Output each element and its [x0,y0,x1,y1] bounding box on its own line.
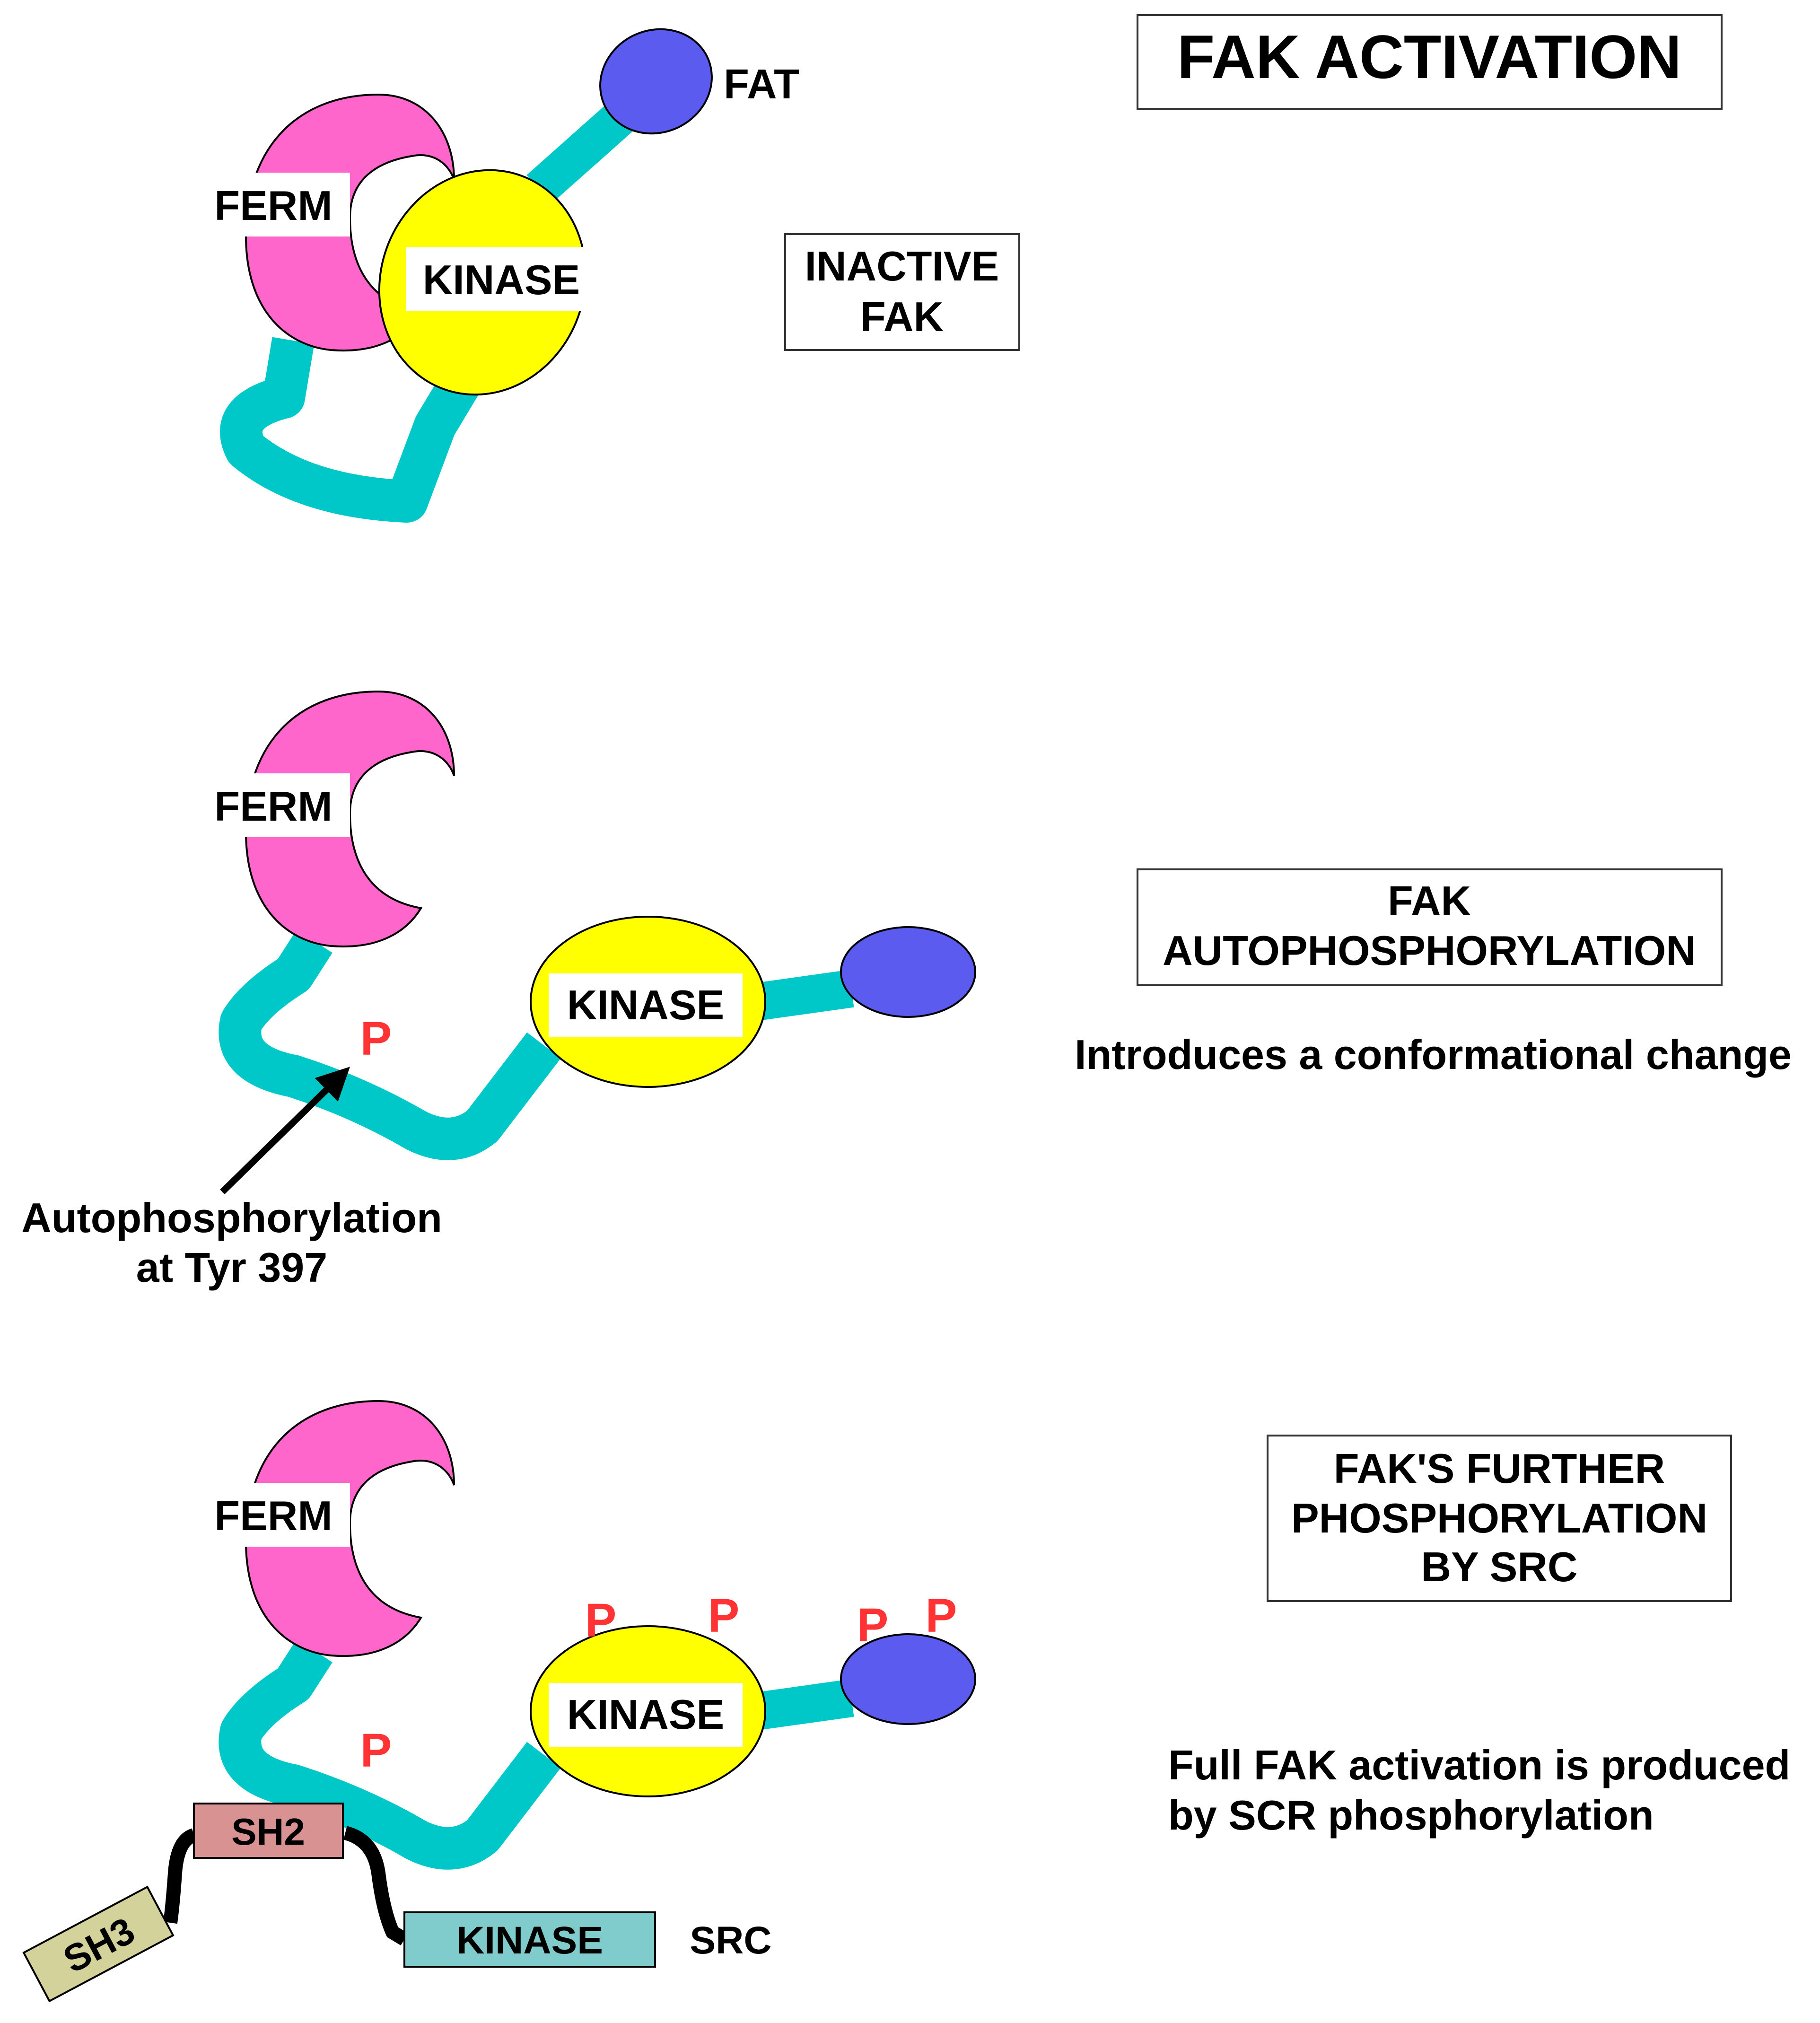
src-kinase-label: KINASE [456,1919,603,1962]
full-activation-note-line1: Full FAK activation is produced [1168,1742,1790,1788]
ferm-kinase-linker [220,337,482,523]
fat-domain [599,28,713,135]
kinase-label-box [549,1683,743,1747]
autophosphorylation-box-line2: AUTOPHOSPHORYLATION [1163,927,1696,974]
src-sh2-sh3-linker [163,1828,197,1924]
sh3-box [22,1885,175,2003]
phospho-kinase-1: P [585,1594,617,1647]
src-phosphorylation-box-line1: FAK'S FURTHER [1334,1445,1665,1492]
ferm-label: FERM [214,182,332,229]
fat-domain [840,926,976,1018]
kinase-fat-linker [754,970,854,1021]
kinase-label: KINASE [423,256,580,303]
sh2-label: SH2 [231,1811,305,1853]
fat-domain [840,1633,976,1725]
ferm-label: FERM [214,1492,332,1539]
ferm-label-box [199,173,350,236]
ferm-kinase-linker [219,1639,561,1870]
full-activation-note-line2: by SCR phosphorylation [1168,1792,1654,1839]
kinase-label-box [549,973,743,1037]
phospho-tyr397: P [360,1012,392,1065]
title-text: FAK ACTIVATION [1177,22,1681,91]
ferm-kinase-linker [219,929,561,1160]
panel-inactive-fak: FERM KINASE FAT INACTIVE FAK [199,28,1020,523]
src-phosphorylation-box [1267,1435,1732,1602]
ferm-label-box [199,1483,350,1547]
panel-autophosphorylation: FERM KINASE P Autophosphorylation at Tyr… [21,690,1792,1291]
kinase-fat-linker [526,99,637,203]
fat-label: FAT [724,61,799,107]
src-phosphorylation-box-line2: PHOSPHORYLATION [1291,1495,1707,1541]
phospho-fat-1: P [857,1599,889,1652]
inactive-fak-line1: INACTIVE [805,243,999,289]
kinase-label: KINASE [567,981,725,1028]
ferm-label: FERM [214,783,332,830]
phospho-fat-2: P [926,1589,957,1642]
autophosphorylation-box-line1: FAK [1388,877,1471,924]
autophosphorylation-arrow [220,1067,350,1194]
phospho-linker: P [360,1724,392,1777]
ferm-label-box [199,773,350,837]
conformational-change-note: Introduces a conformational change [1075,1031,1792,1078]
title-box [1137,14,1723,110]
inactive-fak-box [784,233,1020,351]
kinase-label: KINASE [567,1691,725,1738]
src-sh2-kinase-linker [343,1826,408,1945]
src-kinase-domain [403,1911,656,1968]
panel-src-phosphorylation: FERM KINASE P P P P P SH2 SH3 KINASE SRC… [22,1400,1790,2003]
inactive-fak-line2: FAK [860,293,944,340]
annotation-line2: at Tyr 397 [136,1244,327,1291]
src-phosphorylation-box-line3: BY SRC [1421,1543,1578,1590]
sh3-domain: SH3 [22,1885,175,2003]
src-label: SRC [690,1919,771,1962]
phospho-kinase-2: P [708,1589,740,1642]
annotation-line1: Autophosphorylation [21,1194,442,1241]
kinase-label-box [406,247,590,311]
sh2-domain [193,1803,344,1859]
kinase-fat-linker [754,1679,854,1730]
autophosphorylation-box [1137,868,1723,986]
